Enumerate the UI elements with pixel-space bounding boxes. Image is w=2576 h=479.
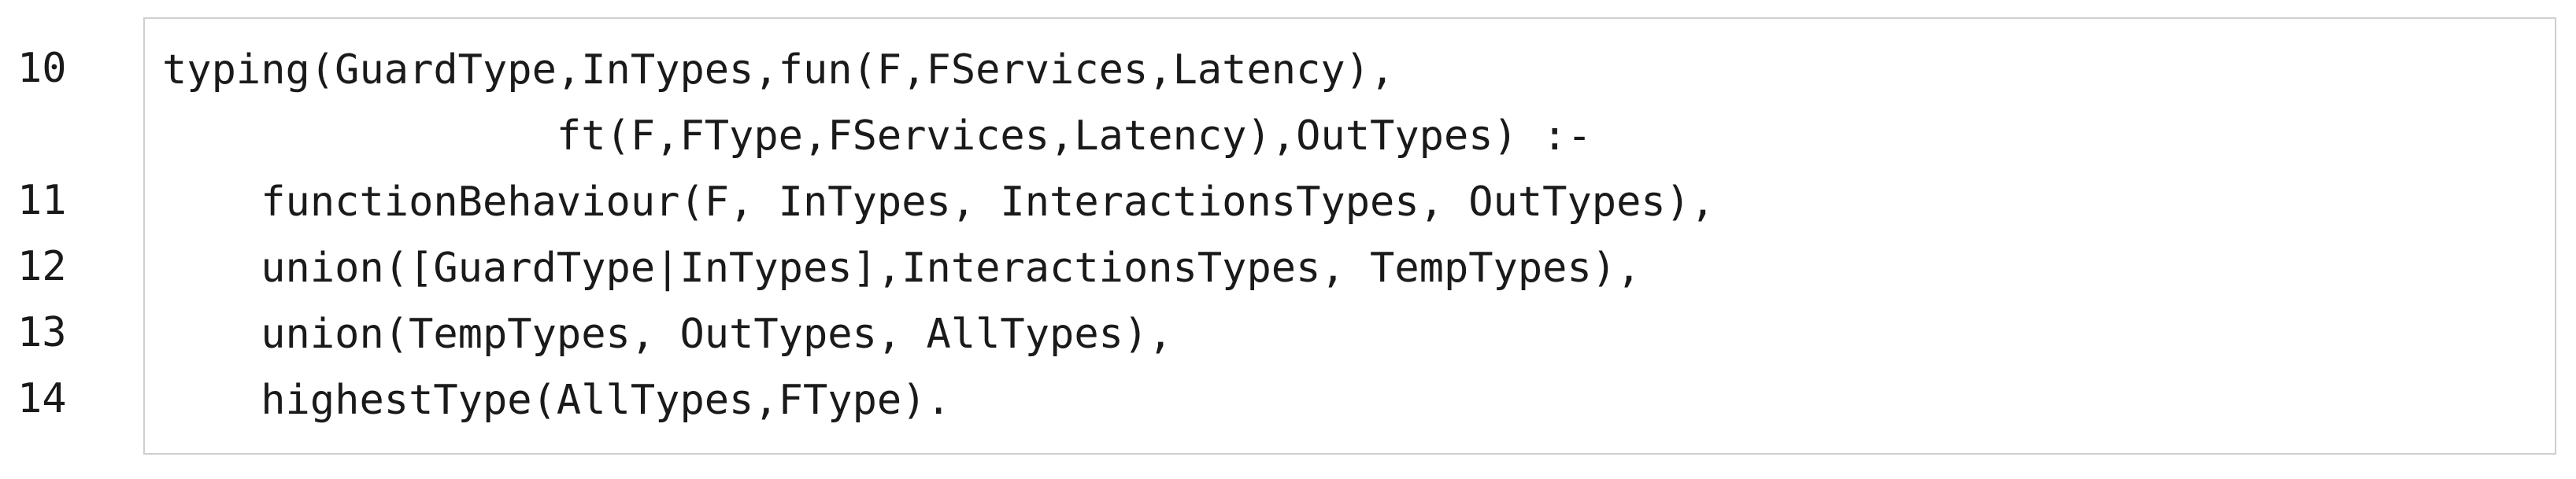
code-line: ft(F,FType,FServices,Latency),OutTypes) …	[162, 112, 1592, 160]
code-line: functionBehaviour(F, InTypes, Interactio…	[162, 179, 1715, 226]
code-line: typing(GuardType,InTypes,fun(F,FServices…	[162, 46, 1395, 94]
line-number: 12	[17, 243, 67, 290]
line-number: 14	[17, 375, 67, 422]
line-number: 11	[17, 177, 67, 224]
line-number	[17, 101, 104, 168]
code-line: union([GuardType|InTypes],InteractionsTy…	[162, 245, 1641, 292]
code-line: highestType(AllTypes,FType).	[162, 377, 951, 424]
line-number: 13	[17, 309, 67, 356]
line-number-gutter: 10 11 12 13 14	[0, 0, 142, 479]
code-block: typing(GuardType,InTypes,fun(F,FServices…	[143, 17, 2556, 455]
line-number: 10	[17, 45, 67, 92]
code-line: union(TempTypes, OutTypes, AllTypes),	[162, 311, 1173, 358]
